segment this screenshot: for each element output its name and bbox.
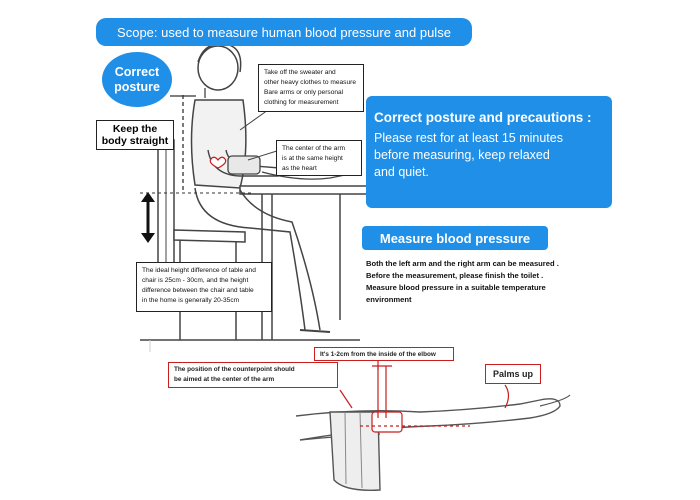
precautions-line: Please rest for at least 15 minutes <box>374 131 563 145</box>
precautions-line: before measuring, keep relaxed <box>374 148 550 162</box>
note-line: in the home is generally 20-35cm <box>142 297 240 304</box>
measure-title: Measure blood pressure <box>379 230 531 246</box>
note-line: Bare arms or only personal <box>264 89 344 96</box>
keep-straight-line2: body straight <box>101 135 169 147</box>
note-line: is at the same height <box>282 155 343 162</box>
sweater-note: Take off the sweater and other heavy clo… <box>258 64 364 112</box>
palms-up-note: Palms up <box>485 364 541 384</box>
precautions-title: Correct posture and precautions : <box>374 110 592 125</box>
measure-line: Before the measurement, please finish th… <box>366 271 544 280</box>
counterpoint-note: The position of the counterpoint should … <box>168 362 338 388</box>
badge-line2: posture <box>114 79 160 94</box>
elbow-note: It's 1-2cm from the inside of the elbow <box>314 347 454 361</box>
note-line: chair is 25cm - 30cm, and the height <box>142 277 249 284</box>
note-line: clothing for measurement <box>264 99 339 106</box>
note-line: be aimed at the center of the arm <box>174 376 275 383</box>
elbow-text: It's 1-2cm from the inside of the elbow <box>320 351 436 358</box>
correct-posture-badge: Correct posture <box>102 52 172 107</box>
arm-center-note: The center of the arm is at the same hei… <box>276 140 362 176</box>
height-difference-note: The ideal height difference of table and… <box>136 262 272 312</box>
note-line: The ideal height difference of table and <box>142 267 256 274</box>
note-line: difference between the chair and table <box>142 287 254 294</box>
measure-line: Measure blood pressure in a suitable tem… <box>366 283 546 292</box>
scope-banner: Scope: used to measure human blood press… <box>96 18 472 46</box>
precautions-panel: Correct posture and precautions : Please… <box>366 96 612 208</box>
measure-instructions: Both the left arm and the right arm can … <box>366 258 656 306</box>
precautions-line: and quiet. <box>374 165 429 179</box>
note-line: The center of the arm <box>282 145 346 152</box>
keep-straight-line1: Keep the <box>112 123 158 135</box>
note-line: The position of the counterpoint should <box>174 366 295 373</box>
badge-line1: Correct <box>114 64 160 79</box>
keep-straight-label: Keep the body straight <box>96 120 174 150</box>
measure-line: Both the left arm and the right arm can … <box>366 259 559 268</box>
note-line: other heavy clothes to measure <box>264 79 356 86</box>
measure-line: environment <box>366 295 412 304</box>
palms-text: Palms up <box>492 369 533 379</box>
note-line: as the heart <box>282 165 317 172</box>
note-line: Take off the sweater and <box>264 69 336 76</box>
scope-text: Scope: used to measure human blood press… <box>117 24 451 40</box>
measure-title-badge: Measure blood pressure <box>362 226 548 250</box>
